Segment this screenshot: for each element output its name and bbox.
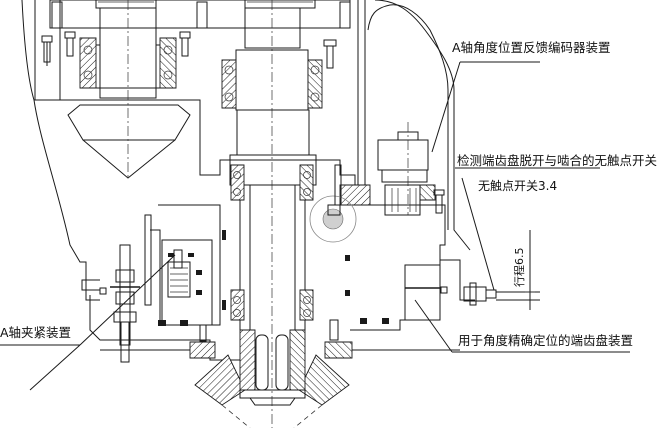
top-cap [49,0,351,29]
encoder-label: A轴角度位置反馈编码器装置 [452,40,611,55]
detail-highlight-circle [309,164,357,243]
toothed-disc-label: 用于角度精确定位的端齿盘装置 [458,333,634,348]
switch-ids-label: 无触点开关3.4 [478,179,558,193]
housing-outline [21,0,356,361]
clamp-device-label: A轴夹紧装置 [0,325,72,340]
proximity-switch [440,230,540,310]
toothed-disc-housing [345,0,448,331]
leader-lines [0,61,630,391]
bevel-gear-bottom [100,319,460,428]
switch-detect-label: 检测端齿盘脱开与啮合的无触点开关 [457,153,658,168]
clamp-device [99,204,226,363]
stroke-dimension-label: 行程6.5 [513,247,526,288]
central-spindle [221,0,337,428]
encoder-housing [339,0,471,251]
bevel-gear-upper-left [41,0,191,180]
